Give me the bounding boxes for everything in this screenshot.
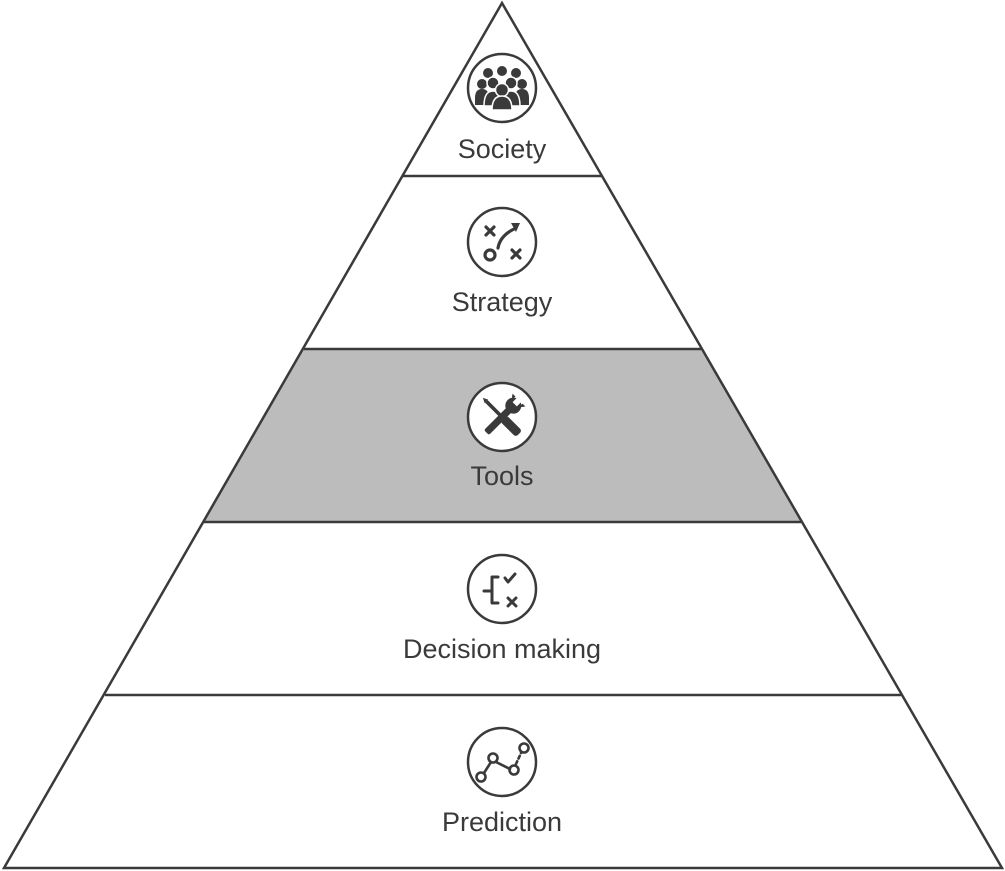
tier-tools: Tools — [466, 381, 538, 491]
tier-prediction: Prediction — [442, 726, 562, 837]
tier-society: Society — [458, 52, 547, 164]
tier-label-prediction: Prediction — [442, 807, 562, 837]
tier-label-society: Society — [458, 134, 547, 164]
people-group-icon — [466, 52, 538, 124]
connected-dots-trend-icon — [466, 726, 538, 798]
wrench-screwdriver-icon — [466, 381, 538, 453]
tier-strategy: Strategy — [452, 206, 553, 317]
decision-check-cross-icon — [466, 553, 538, 625]
tier-label-tools: Tools — [470, 461, 533, 491]
tier-label-strategy: Strategy — [452, 287, 553, 317]
tier-decision-making: Decision making — [403, 553, 601, 664]
strategy-play-icon — [466, 206, 538, 278]
tier-label-decision-making: Decision making — [403, 634, 601, 664]
